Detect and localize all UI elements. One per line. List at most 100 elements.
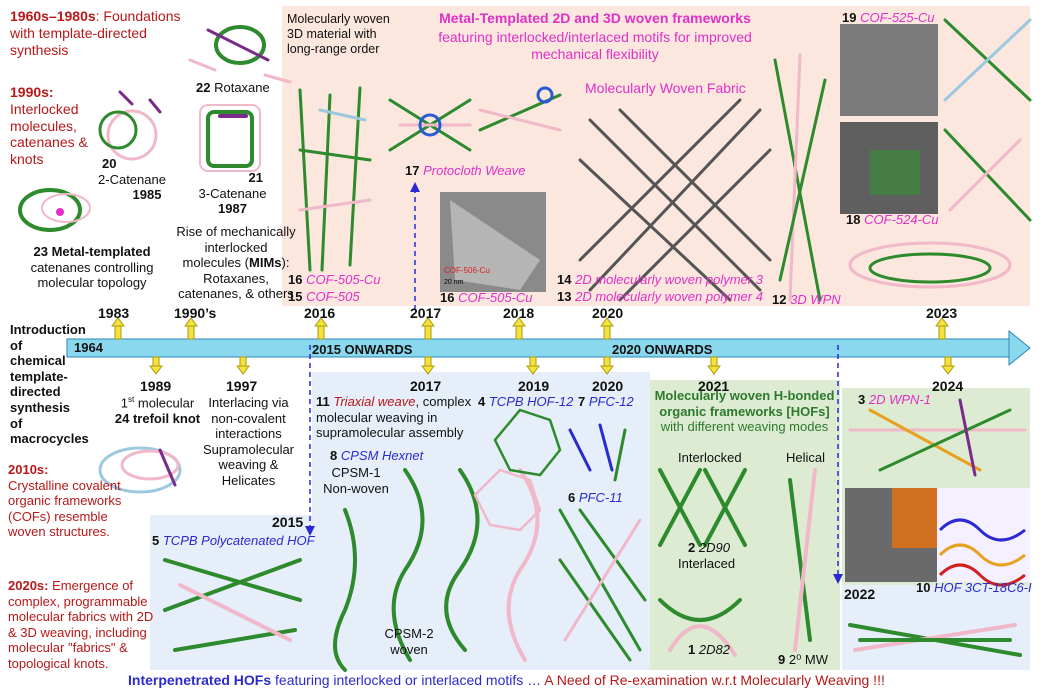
cof524-text: COF-524-Cu bbox=[864, 212, 939, 227]
metal-catenane-head: Metal-templated bbox=[51, 244, 151, 259]
rotaxane-num: 22 bbox=[196, 80, 211, 95]
metal-catenane-num: 23 bbox=[33, 244, 48, 259]
hof12-label: 4 TCPB HOF-12 bbox=[478, 394, 573, 410]
year-2018: 2018 bbox=[503, 305, 535, 321]
woven-3d-label: Molecularly woven 3D material with long-… bbox=[287, 12, 390, 56]
rotaxane-text: Rotaxane bbox=[214, 80, 270, 95]
polymer4-text: 2D molecularly woven polymer 4 bbox=[575, 289, 763, 304]
triaxial-rest: , complex molecular weaving in supramole… bbox=[316, 394, 472, 441]
year-2017-top: 2017 bbox=[410, 305, 442, 321]
cof505cu-text-b: COF-505-Cu bbox=[458, 290, 533, 305]
bottom-blue-panel-bg bbox=[312, 372, 650, 670]
catenane-3-structure-icon bbox=[199, 104, 261, 172]
cof505-structure-icon bbox=[298, 86, 372, 272]
mims-post: ): Rotaxanes, catenanes, & others bbox=[178, 255, 294, 302]
rotaxane-label: 22 Rotaxane bbox=[196, 80, 270, 96]
era-2010s-body: Crystalline covalent organic frameworks … bbox=[8, 477, 122, 540]
era-2010s-text: 2010s: Crystalline covalent organic fram… bbox=[8, 462, 148, 540]
year-2017-bottom: 2017 bbox=[410, 378, 442, 394]
pfc11-text: PFC-11 bbox=[578, 490, 623, 505]
cof505-label: 15 COF-505 bbox=[288, 289, 360, 305]
footer-mid: featuring interlocked or interlaced moti… bbox=[271, 672, 545, 688]
footer-blue: Interpenetrated HOFs bbox=[128, 672, 272, 688]
tick-2019 bbox=[526, 356, 540, 375]
trefoil-knot-structure-icon bbox=[98, 446, 182, 494]
hof-2d82-num: 1 bbox=[688, 642, 696, 657]
footer-text: Interpenetrated HOFs featuring interlock… bbox=[128, 672, 1028, 689]
catenane-2-structure-icon bbox=[98, 90, 162, 161]
cof525-num: 19 bbox=[842, 10, 857, 25]
trefoil-text: 1st molecular 24 trefoil knot bbox=[100, 395, 215, 427]
mims-pre: Rise of mechanically interlocked molecul… bbox=[176, 224, 296, 271]
hof-2d82-label: 1 2D82 bbox=[688, 642, 730, 658]
timeline-mid-2020: 2020 ONWARDS bbox=[612, 342, 713, 357]
era-1990s-head: 1990s: bbox=[10, 84, 54, 100]
pfc-structure-icon bbox=[558, 423, 647, 662]
hof-2mw-text: 2⁰ MW bbox=[788, 652, 829, 667]
hof-panel-sub: with different weaving modes bbox=[660, 419, 829, 435]
wpn1-text: 2D WPN-1 bbox=[868, 392, 931, 407]
tick-2020-bottom bbox=[600, 356, 614, 375]
year-1983: 1983 bbox=[98, 305, 130, 321]
timeline-start: 1964 bbox=[74, 340, 103, 355]
wpn1-num: 3 bbox=[858, 392, 866, 407]
hof3ct-num: 10 bbox=[916, 580, 931, 595]
protocloth-label: 17 Protocloth Weave bbox=[405, 163, 525, 179]
hof12-num: 4 bbox=[478, 394, 486, 409]
rotaxane-structure-icon bbox=[188, 25, 292, 84]
pfc12-label: 7 PFC-12 bbox=[578, 394, 634, 410]
cof525-text: COF-525-Cu bbox=[860, 10, 935, 25]
tick-2024 bbox=[941, 356, 955, 375]
era-1990s-text: 1990s: Interlocked molecules, catenanes … bbox=[10, 84, 110, 168]
tem-caption: COF-506-Cu bbox=[444, 266, 490, 275]
tick-1990s bbox=[184, 317, 198, 340]
era-2020s-head: 2020s: bbox=[8, 578, 49, 593]
hof12-structure-icon bbox=[473, 408, 562, 532]
year-1990s: 1990’s bbox=[174, 305, 217, 321]
year-2020-top: 2020 bbox=[592, 305, 624, 321]
hof3ct-text: HOF 3CT-18C6-I bbox=[934, 580, 1032, 595]
tick-2018 bbox=[512, 317, 526, 340]
hof-2mw-label: 9 2⁰ MW bbox=[778, 652, 828, 668]
polymer4-num: 13 bbox=[557, 289, 572, 304]
tick-2017-bottom bbox=[421, 356, 435, 375]
catenane-2-label: 20 2-Catenane 1985 bbox=[92, 156, 172, 203]
intro-text: Introduction of chemical template-direct… bbox=[10, 322, 89, 447]
polymer3-label: 14 2D molecularly woven polymer 3 bbox=[557, 272, 763, 288]
cof505cu-label-b: 16 COF-505-Cu bbox=[440, 290, 533, 306]
hexnet-label: 8 CPSM Hexnet bbox=[330, 448, 423, 464]
timeline-mid-2015: 2015 ONWARDS bbox=[312, 342, 413, 357]
tick-2020-top bbox=[600, 317, 614, 340]
wpn1-structure-icon bbox=[848, 398, 1027, 477]
interlaced-label: Interlaced bbox=[678, 556, 736, 571]
protocloth-structure-icon bbox=[388, 86, 562, 152]
trefoil-sup: st bbox=[128, 395, 135, 404]
mims-text: Rise of mechanically interlocked molecul… bbox=[176, 224, 296, 302]
metal-catenane-structure-icon bbox=[18, 188, 91, 232]
catenane-2-text: 2-Catenane bbox=[98, 171, 166, 187]
pfc11-label: 6 PFC-11 bbox=[568, 490, 623, 506]
year-2015: 2015 bbox=[272, 514, 304, 530]
footer-red: A Need of Re-examination w.r.t Molecular… bbox=[544, 672, 885, 688]
pfc12-num: 7 bbox=[578, 394, 586, 409]
catenane-2-year: 1985 bbox=[132, 187, 162, 203]
wpn3d-structure-icon bbox=[773, 53, 827, 302]
pfc11-num: 6 bbox=[568, 490, 576, 505]
protocloth-num: 17 bbox=[405, 163, 420, 178]
tcpb-hof-num: 5 bbox=[152, 533, 160, 548]
catenane-3-label: 21 3-Catenane 1987 bbox=[190, 170, 275, 217]
trefoil-pre: 1 bbox=[120, 395, 129, 411]
era-1960s-text: 1960s–1980s: Foundations with template-d… bbox=[10, 8, 200, 58]
year-2019: 2019 bbox=[518, 378, 550, 394]
era-2020s-body: Emergence of complex, programmable molec… bbox=[8, 578, 154, 671]
wpn3d-label: 12 3D WPN bbox=[772, 292, 841, 308]
era-1990s-body: Interlocked molecules, catenanes & knots bbox=[10, 100, 88, 168]
era-1960s-body: : Foundations with template-directed syn… bbox=[10, 8, 181, 58]
tick-2021 bbox=[707, 356, 721, 375]
hexnet-text: CPSM Hexnet bbox=[340, 448, 424, 463]
hexnet-num: 8 bbox=[330, 448, 338, 463]
tick-1983 bbox=[111, 317, 125, 340]
tick-1989 bbox=[149, 356, 163, 375]
bottom-blue-panel-left-bg bbox=[150, 515, 315, 670]
